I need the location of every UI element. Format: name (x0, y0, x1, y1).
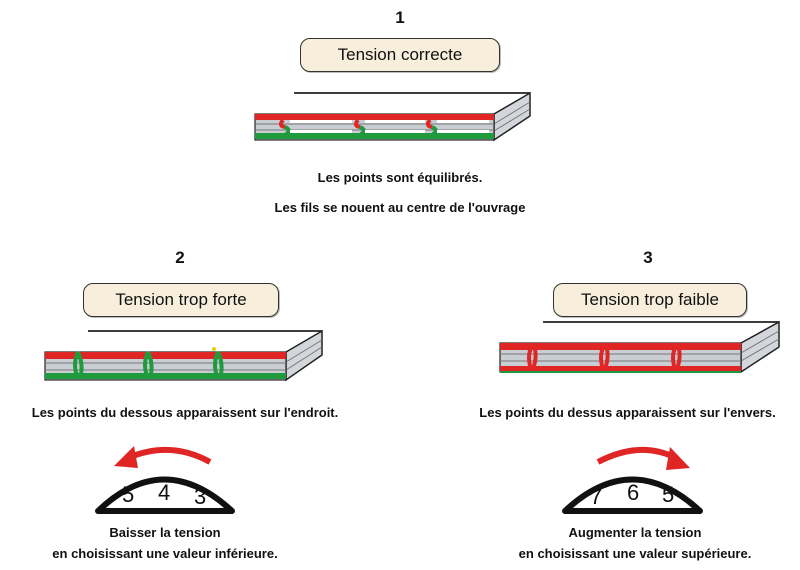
caption-loose: Les points du dessus apparaissent sur l'… (479, 405, 776, 420)
dial-right-value-1: 7 (590, 484, 603, 509)
dial-left-value-2: 4 (158, 480, 171, 505)
action-increase-line2: en choisissant une valeur supérieure. (518, 546, 752, 561)
label-tension-trop-faible: Tension trop faible (553, 283, 747, 317)
action-decrease-line2: en choisissant une valeur inférieure. (52, 546, 278, 561)
dial-right-value-3: 5 (662, 482, 675, 507)
action-increase-line1: Augmenter la tension (568, 525, 702, 540)
step-number-1: 1 (395, 8, 405, 27)
label-tension-correcte: Tension correcte (300, 38, 500, 72)
caption-tight: Les points du dessous apparaissent sur l… (31, 405, 339, 420)
step-number-3: 3 (643, 248, 653, 267)
dial-left-value-1: 5 (122, 482, 135, 507)
dial-right-value-2: 6 (627, 480, 640, 505)
caption-balanced: Les points sont équilibrés. (317, 170, 483, 185)
action-decrease-line1: Baisser la tension (109, 525, 221, 540)
caption-center: Les fils se nouent au centre de l'ouvrag… (274, 200, 526, 215)
dial-left-value-3: 3 (194, 484, 207, 509)
step-number-2: 2 (175, 248, 185, 267)
label-tension-trop-forte: Tension trop forte (83, 283, 279, 317)
